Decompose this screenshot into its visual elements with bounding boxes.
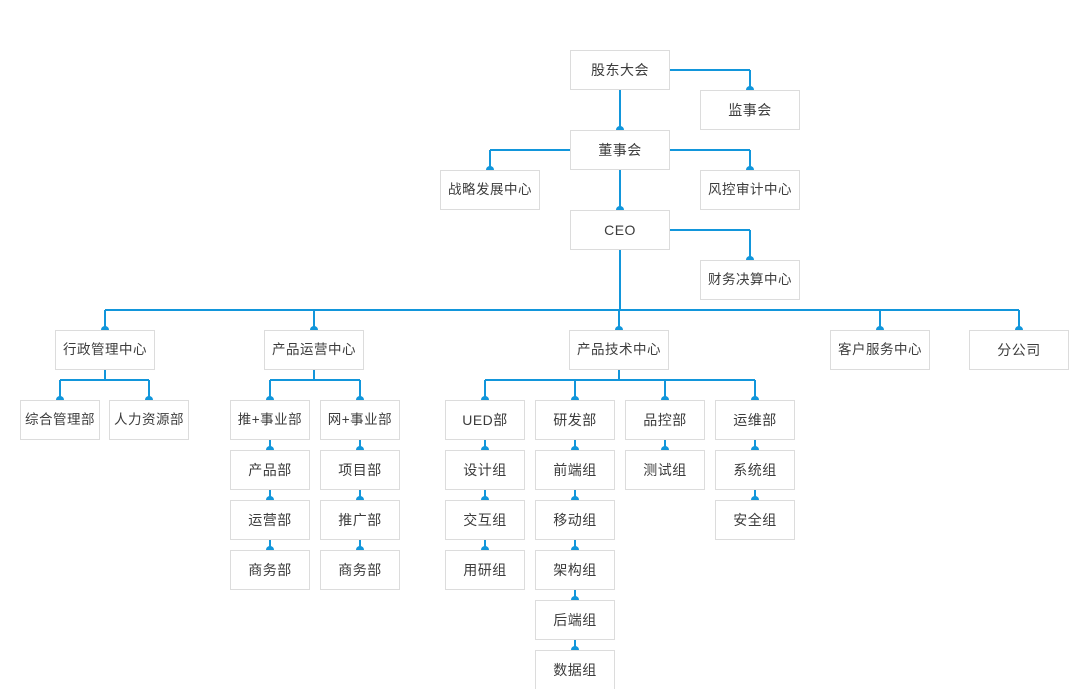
- org-node-label: 推+事业部: [237, 412, 303, 428]
- org-node-label: 系统组: [733, 462, 777, 478]
- org-node-label: 安全组: [733, 512, 777, 528]
- org-node-label: 股东大会: [591, 62, 649, 78]
- org-node-label: 数据组: [553, 662, 597, 678]
- org-node-label: 网+事业部: [327, 412, 393, 428]
- org-node-supervisors[interactable]: 监事会: [700, 90, 800, 130]
- org-node-label: 品控部: [643, 412, 687, 428]
- org-node-label: 产品运营中心: [272, 342, 356, 358]
- org-node-label: 行政管理中心: [63, 342, 147, 358]
- org-node-label: 战略发展中心: [448, 182, 532, 198]
- org-node-research-group[interactable]: 用研组: [445, 550, 525, 590]
- org-node-label: CEO: [604, 222, 636, 238]
- org-node-label: 项目部: [338, 462, 382, 478]
- org-node-label: 产品技术中心: [577, 342, 661, 358]
- org-node-custservice[interactable]: 客户服务中心: [830, 330, 930, 370]
- org-node-label: 移动组: [553, 512, 597, 528]
- org-node-label: 客户服务中心: [838, 342, 922, 358]
- org-node-label: 运维部: [733, 412, 777, 428]
- org-node-riskaudit[interactable]: 风控审计中心: [700, 170, 800, 210]
- org-node-sys-group[interactable]: 系统组: [715, 450, 795, 490]
- org-node-promo-dept[interactable]: 推广部: [320, 500, 400, 540]
- org-node-backend-group[interactable]: 后端组: [535, 600, 615, 640]
- org-node-biz-dept-1[interactable]: 商务部: [230, 550, 310, 590]
- org-node-label: 设计组: [463, 462, 507, 478]
- org-node-label: 产品部: [248, 462, 292, 478]
- org-node-project-dept[interactable]: 项目部: [320, 450, 400, 490]
- org-node-board[interactable]: 董事会: [570, 130, 670, 170]
- org-node-biz-dept-2[interactable]: 商务部: [320, 550, 400, 590]
- org-node-frontend-group[interactable]: 前端组: [535, 450, 615, 490]
- org-node-security-group[interactable]: 安全组: [715, 500, 795, 540]
- org-node-label: 交互组: [463, 512, 507, 528]
- org-node-label: 用研组: [463, 562, 507, 578]
- org-node-label: UED部: [462, 412, 508, 428]
- org-node-ued[interactable]: UED部: [445, 400, 525, 440]
- org-node-label: 测试组: [643, 462, 687, 478]
- org-node-label: 架构组: [553, 562, 597, 578]
- org-node-rnd[interactable]: 研发部: [535, 400, 615, 440]
- org-node-label: 商务部: [248, 562, 292, 578]
- org-node-label: 推广部: [338, 512, 382, 528]
- org-node-wangplus[interactable]: 网+事业部: [320, 400, 400, 440]
- org-node-mobile-group[interactable]: 移动组: [535, 500, 615, 540]
- org-node-label: 综合管理部: [25, 412, 95, 428]
- org-node-label: 监事会: [728, 102, 772, 118]
- org-node-label: 风控审计中心: [708, 182, 792, 198]
- org-node-label: 财务决算中心: [708, 272, 792, 288]
- org-node-product-dept[interactable]: 产品部: [230, 450, 310, 490]
- org-node-qc[interactable]: 品控部: [625, 400, 705, 440]
- org-node-prodtech[interactable]: 产品技术中心: [569, 330, 669, 370]
- org-node-finance[interactable]: 财务决算中心: [700, 260, 800, 300]
- org-node-label: 后端组: [553, 612, 597, 628]
- org-node-devops[interactable]: 运维部: [715, 400, 795, 440]
- org-node-hr[interactable]: 人力资源部: [109, 400, 189, 440]
- org-node-arch-group[interactable]: 架构组: [535, 550, 615, 590]
- org-node-branch[interactable]: 分公司: [969, 330, 1069, 370]
- org-node-label: 商务部: [338, 562, 382, 578]
- org-node-tuiplus[interactable]: 推+事业部: [230, 400, 310, 440]
- org-node-label: 人力资源部: [114, 412, 184, 428]
- org-node-strategy[interactable]: 战略发展中心: [440, 170, 540, 210]
- org-node-label: 运营部: [248, 512, 292, 528]
- org-node-test-group[interactable]: 测试组: [625, 450, 705, 490]
- org-node-label: 分公司: [997, 342, 1041, 358]
- org-node-label: 前端组: [553, 462, 597, 478]
- org-node-data-group[interactable]: 数据组: [535, 650, 615, 689]
- org-node-ceo[interactable]: CEO: [570, 210, 670, 250]
- org-node-interact-group[interactable]: 交互组: [445, 500, 525, 540]
- org-node-label: 董事会: [598, 142, 642, 158]
- org-node-ops-dept[interactable]: 运营部: [230, 500, 310, 540]
- org-node-prodops[interactable]: 产品运营中心: [264, 330, 364, 370]
- org-node-label: 研发部: [553, 412, 597, 428]
- org-node-admin[interactable]: 行政管理中心: [55, 330, 155, 370]
- org-node-design-group[interactable]: 设计组: [445, 450, 525, 490]
- org-node-general-mgmt[interactable]: 综合管理部: [20, 400, 100, 440]
- org-node-shareholders[interactable]: 股东大会: [570, 50, 670, 90]
